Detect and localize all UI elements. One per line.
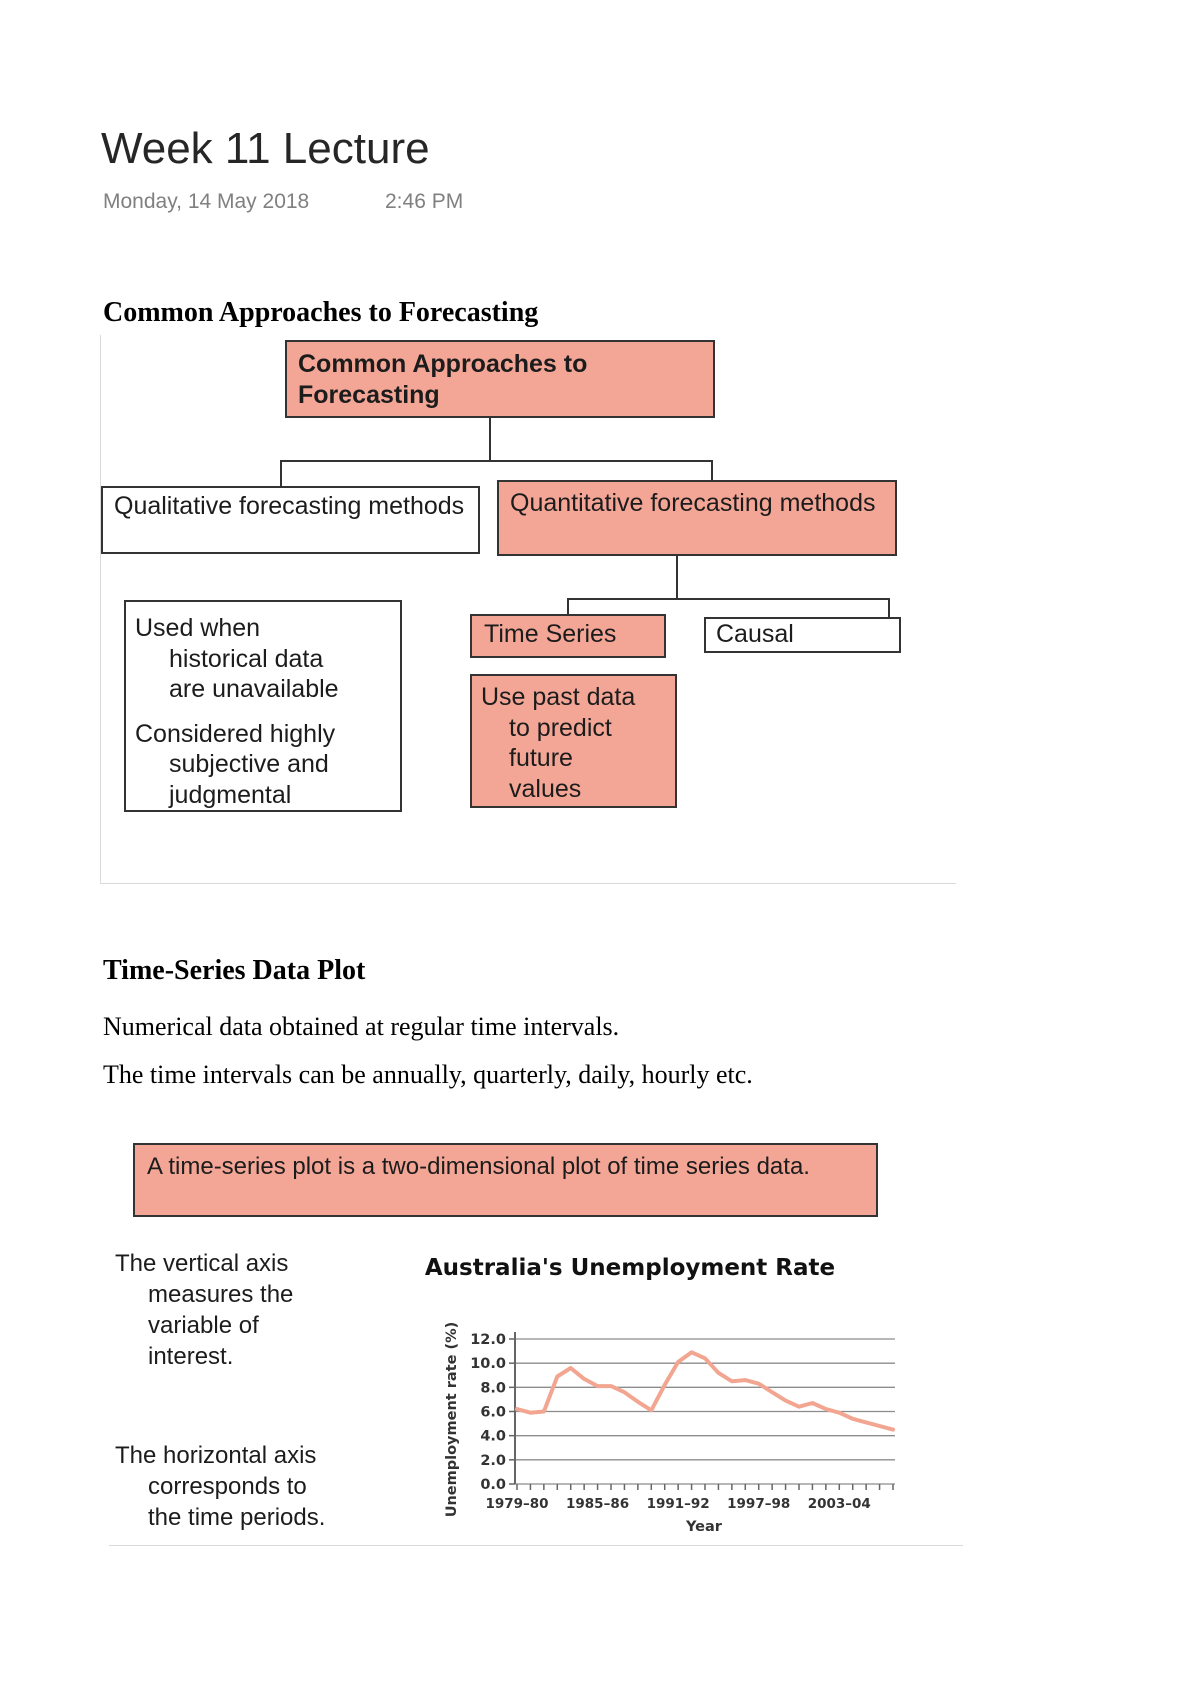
text-line: the time periods. xyxy=(148,1504,326,1531)
text-line: Used when xyxy=(135,614,261,642)
flowchart-root-box: Common Approaches to Forecasting xyxy=(285,340,715,418)
text-line: The horizontal axis xyxy=(115,1442,317,1469)
y-tick-label: 10.0 xyxy=(470,1356,506,1372)
x-tick-label: 1991–92 xyxy=(647,1496,710,1512)
image-frame-bottom-border xyxy=(109,1545,963,1546)
time-series-definition-callout: A time-series plot is a two-dimensional … xyxy=(133,1143,878,1217)
text-line: are unavailable xyxy=(169,675,339,703)
text-line: variable of xyxy=(148,1312,259,1339)
text-line: measures the xyxy=(148,1281,294,1308)
page-date: Monday, 14 May 2018 xyxy=(103,190,310,213)
page-date-line: Monday, 14 May 2018 2:46 PM xyxy=(103,190,703,214)
page-title: Week 11 Lecture xyxy=(101,124,430,173)
x-tick-label: 2003–04 xyxy=(808,1496,871,1512)
flowchart-quantitative-box: Quantitative forecasting methods xyxy=(497,480,897,556)
flowchart-causal-box: Causal xyxy=(704,617,901,653)
connector-drop-causal xyxy=(888,598,890,617)
connector-level1-horizontal xyxy=(280,460,713,462)
connector-level2-horizontal xyxy=(567,598,890,600)
connector-drop-quantitative xyxy=(711,460,713,481)
text-line: The vertical axis xyxy=(115,1250,289,1277)
connector-drop-time-series xyxy=(567,598,569,614)
x-axis-title: Year xyxy=(685,1519,723,1535)
vertical-axis-note: The vertical axis measures the variable of… xyxy=(115,1248,375,1372)
x-tick-label: 1985–86 xyxy=(566,1496,629,1512)
unemployment-line-chart: 0.0 2.0 4.0 6.0 8.0 10.0 12.0 1979–80 1985–86 199… xyxy=(444,1322,895,1535)
y-tick-label: 6.0 xyxy=(480,1405,506,1421)
y-axis-title: Unemployment rate (%) xyxy=(444,1322,460,1518)
y-tick-label: 8.0 xyxy=(480,1380,506,1396)
text-line: future xyxy=(509,744,573,772)
y-tick-label: 12.0 xyxy=(470,1332,506,1348)
horizontal-axis-note: The horizontal axis corresponds to the tim… xyxy=(115,1440,395,1533)
flowchart-time-series-box: Time Series xyxy=(470,614,666,658)
connector-quantitative-stem xyxy=(676,556,678,598)
text-line: subjective and xyxy=(169,750,329,778)
text-line: values xyxy=(509,774,582,803)
connector-root-stem xyxy=(489,418,491,460)
y-tick-label: 4.0 xyxy=(480,1429,506,1445)
y-tick-label: 0.0 xyxy=(480,1477,506,1493)
text-line: judgmental xyxy=(169,780,292,809)
text-line: to predict xyxy=(509,713,612,742)
text-line: Use past data xyxy=(481,683,636,711)
section2-paragraph-2: The time intervals can be annually, quar… xyxy=(103,1060,753,1089)
flowchart-qualitative-box: Qualitative forecasting methods xyxy=(101,486,480,554)
flowchart-image-frame xyxy=(100,335,956,884)
y-tick-label: 2.0 xyxy=(480,1453,506,1469)
section2-heading: Time-Series Data Plot xyxy=(103,955,366,986)
text-line: historical data xyxy=(169,644,324,673)
x-tick-label: 1979–80 xyxy=(485,1496,548,1512)
text-line: Considered highly xyxy=(135,719,336,748)
x-tick-label: 1997–98 xyxy=(727,1496,790,1512)
text-line: interest. xyxy=(148,1343,234,1370)
text-line: corresponds to xyxy=(148,1473,307,1500)
chart-title: Australia's Unemployment Rate xyxy=(424,1255,836,1281)
section2-paragraph-1: Numerical data obtained at regular time … xyxy=(103,1012,620,1041)
section1-heading: Common Approaches to Forecasting xyxy=(103,297,539,328)
page-time: 2:46 PM xyxy=(385,190,464,213)
connector-drop-qualitative xyxy=(280,460,282,486)
unemployment-series-line xyxy=(515,1350,895,1432)
